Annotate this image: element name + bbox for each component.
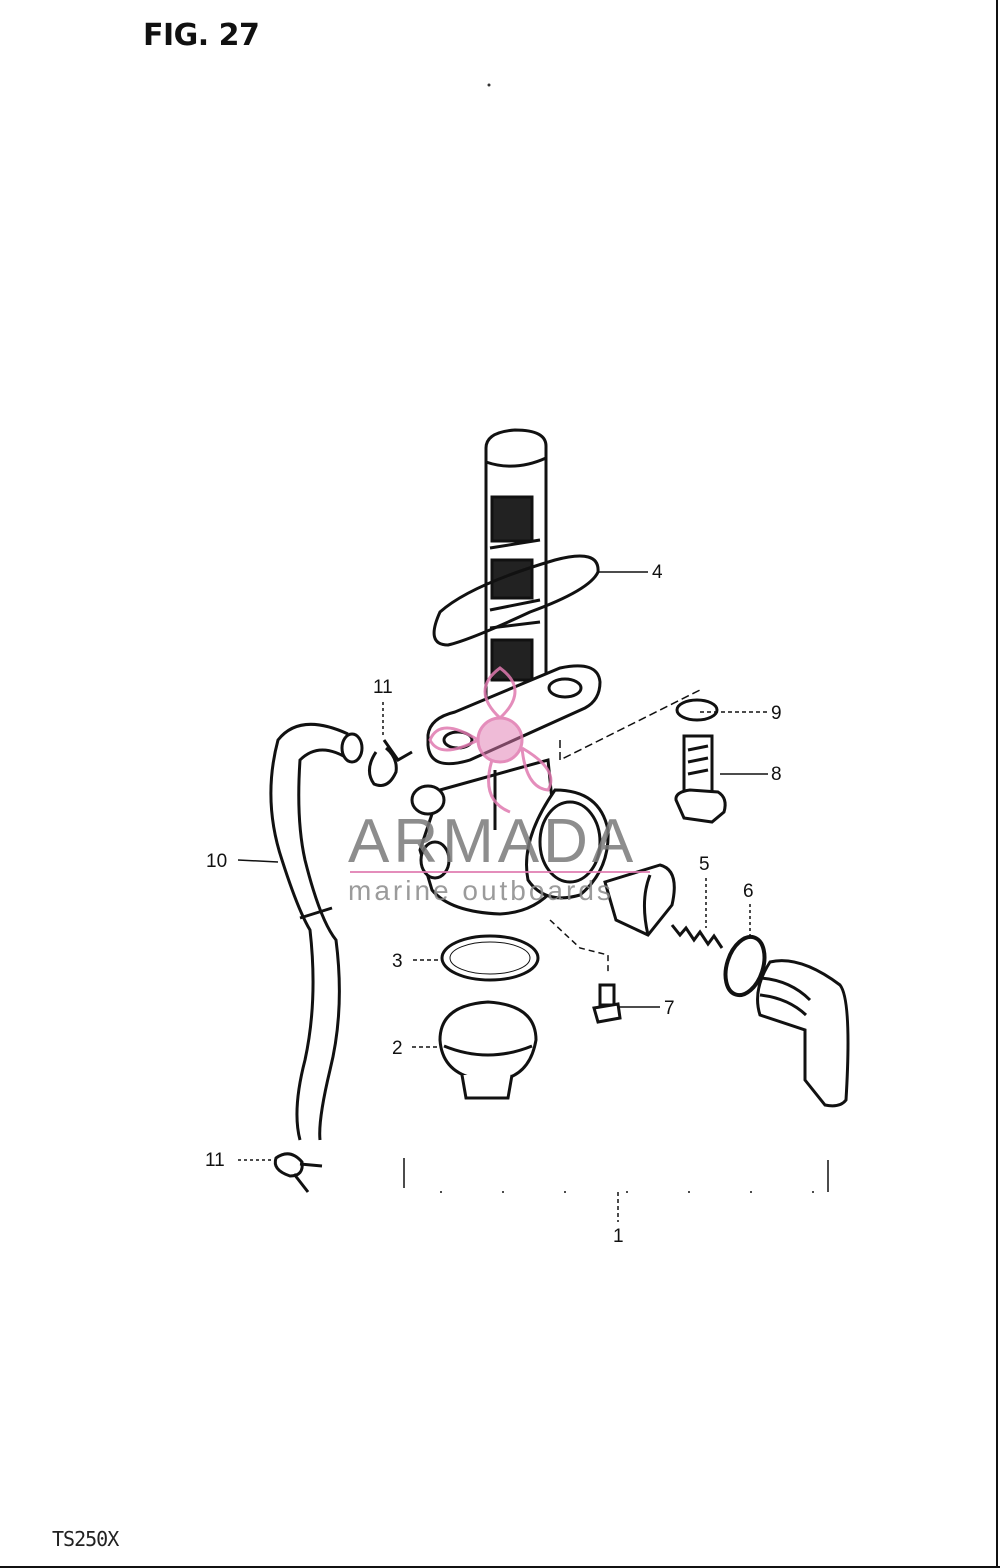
print-speck [487, 83, 491, 87]
part-3-o-ring [440, 934, 540, 982]
callout-2: 2 [392, 1038, 403, 1059]
lever-cylinder [603, 863, 676, 937]
part-5-spring [670, 924, 724, 949]
callout-11-lower: 11 [205, 1150, 225, 1171]
callout-4: 4 [652, 562, 663, 583]
part-2-sediment-cup [438, 1000, 538, 1100]
model-code: TS250X [52, 1527, 119, 1551]
part-8-bolt [674, 734, 727, 824]
part-9-washer [675, 698, 719, 722]
part-7-screw [592, 983, 622, 1024]
leader-lines [237, 571, 829, 1222]
part-11-clamp-upper [368, 739, 413, 787]
callout-10: 10 [206, 851, 227, 872]
lever-knob [756, 959, 850, 1108]
callout-3: 3 [392, 951, 403, 972]
lever-plate [525, 788, 610, 900]
callout-6: 6 [743, 881, 754, 902]
part-10-fuel-hose [269, 722, 364, 1141]
watermark-brand: ARMADA [348, 807, 637, 876]
page-border-bottom [0, 1566, 1000, 1568]
part-11-clamp-lower [273, 1152, 323, 1193]
part-4-gasket [432, 554, 600, 647]
page-border-right [996, 0, 998, 1566]
callout-labels: 4 9 8 5 6 7 3 2 10 11 11 1 [205, 562, 782, 1247]
fuel-strainer-pipe [484, 428, 548, 711]
watermark-tagline: marine outboards [348, 875, 614, 906]
figure-title: FIG. 27 [143, 18, 260, 53]
callout-11-upper: 11 [373, 677, 393, 698]
watermark-emblem [428, 666, 553, 814]
callout-8: 8 [771, 764, 782, 785]
armada-watermark: ARMADA marine outboards [348, 666, 650, 906]
valve-body [410, 758, 562, 916]
part-6-ring [723, 934, 767, 998]
callout-9: 9 [771, 703, 782, 724]
callout-7: 7 [664, 998, 675, 1019]
callout-5: 5 [699, 854, 710, 875]
callout-1: 1 [613, 1226, 624, 1247]
